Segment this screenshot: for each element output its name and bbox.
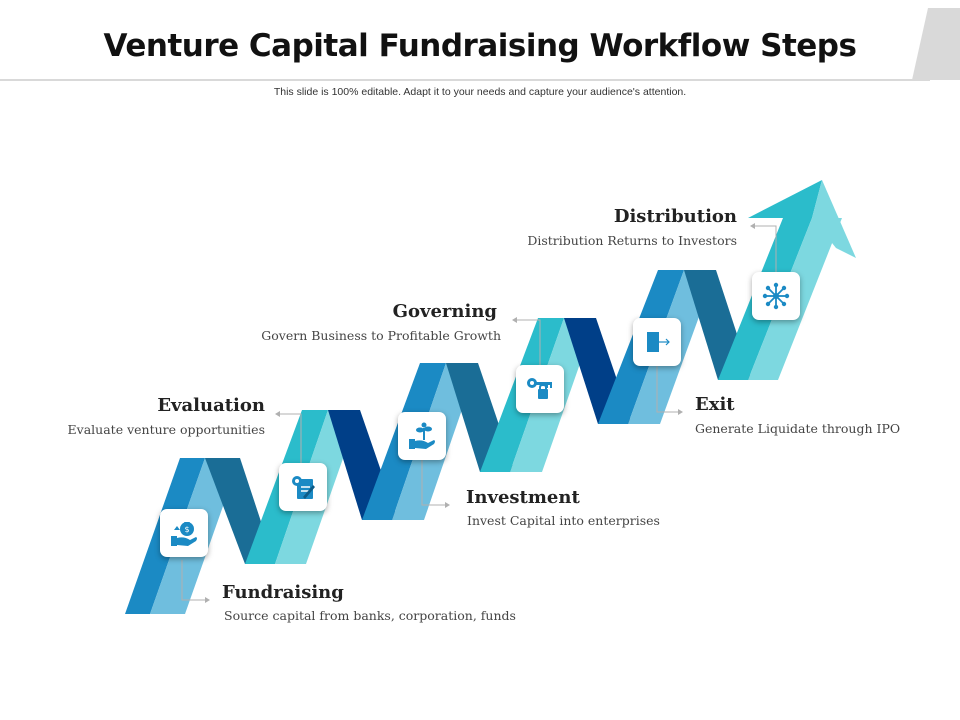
page-subtitle: This slide is 100% editable. Adapt it to…	[273, 86, 687, 98]
svg-text:$: $	[184, 525, 189, 534]
plant-hand-icon	[409, 422, 435, 449]
money-bag-hand-icon: $	[171, 522, 197, 546]
network-nodes-icon	[762, 282, 790, 310]
step-desc-governing: Govern Business to Profitable Growth	[261, 328, 501, 343]
investment-icon-box	[398, 412, 446, 460]
key-lock-icon	[527, 378, 552, 399]
exit-icon-box	[633, 318, 681, 366]
step-title-exit: Exit	[695, 394, 735, 415]
governing-icon-box	[516, 365, 564, 413]
fundraising-icon-box: $	[160, 509, 208, 557]
page-title: Venture Capital Fundraising Workflow Ste…	[103, 28, 857, 64]
step-title-distribution: Distribution	[613, 206, 737, 227]
arrow-head-b	[812, 180, 856, 258]
step-title-evaluation: Evaluation	[157, 395, 265, 416]
connector-distribution	[755, 225, 777, 272]
connector-fundraising	[181, 560, 205, 601]
step-title-governing: Governing	[392, 301, 497, 322]
distribution-icon-box	[752, 272, 800, 320]
connector-exit	[656, 366, 678, 413]
step-desc-evaluation: Evaluate venture opportunities	[67, 422, 265, 437]
corner-decoration	[912, 8, 960, 80]
step-desc-distribution: Distribution Returns to Investors	[527, 233, 737, 248]
step-title-investment: Investment	[466, 487, 580, 508]
step-desc-investment: Invest Capital into enterprises	[467, 513, 660, 528]
step-title-fundraising: Fundraising	[222, 582, 344, 603]
arrow-head-a	[748, 180, 822, 218]
step-desc-fundraising: Source capital from banks, corporation, …	[224, 608, 516, 623]
exit-door-icon	[647, 332, 670, 352]
document-gear-icon	[292, 476, 315, 499]
connector-investment	[421, 458, 445, 506]
title-divider	[0, 79, 930, 81]
step-desc-exit: Generate Liquidate through IPO	[695, 421, 901, 436]
evaluation-icon-box	[279, 463, 327, 511]
